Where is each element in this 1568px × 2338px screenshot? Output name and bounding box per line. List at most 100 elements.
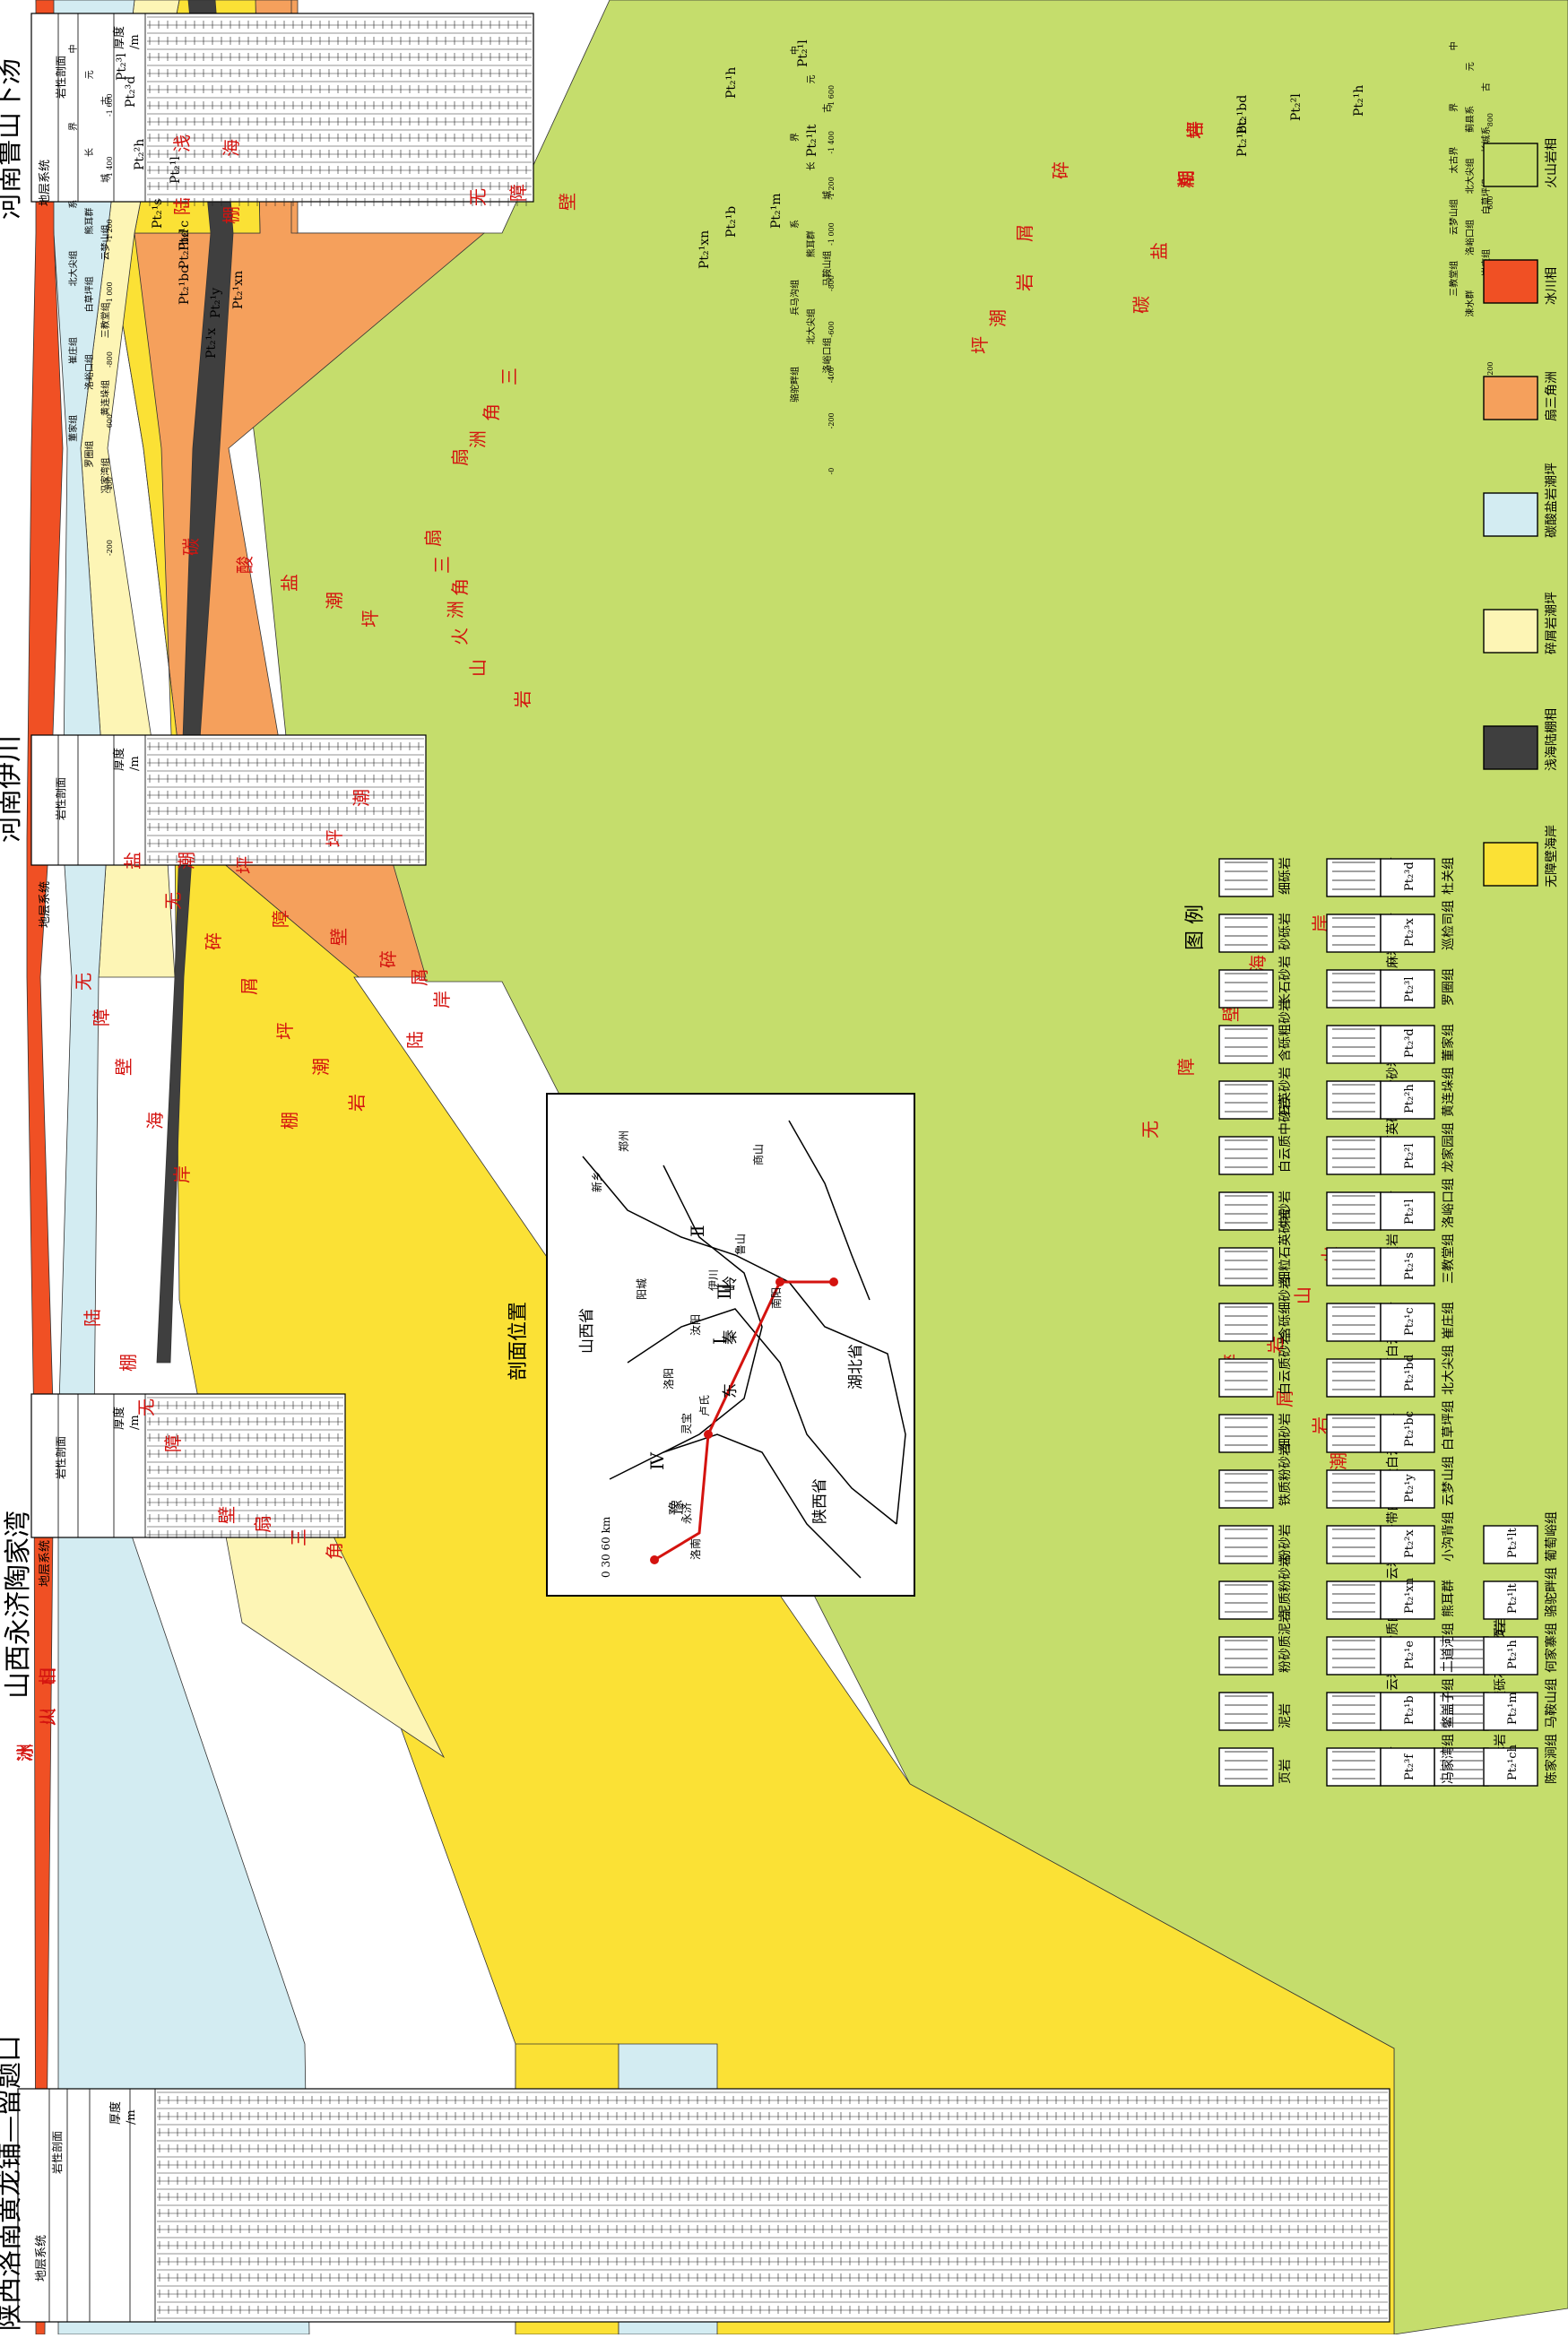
legend-facies-label: 浅海陆棚相 [1545,708,1559,771]
map-region-label: 秦 [722,1329,740,1345]
facies-label: 壁 [216,1506,238,1524]
legend-lith-swatch [1326,1692,1382,1731]
map-city-label: 阳城 [636,1278,648,1300]
legend-formation-name: 巡检司组 [1442,900,1456,950]
thickness-tick-sec3: -200 [827,412,836,429]
facies-label: 屑 [1274,1390,1295,1407]
map-region-label: 湖北省 [847,1344,865,1390]
legend-formation-box [1380,1692,1435,1731]
legend-formation-name: 马鞍山组 [1545,1678,1559,1728]
route-point [704,1430,713,1439]
strat-unit-sec2: 涑水群 [1464,290,1476,317]
legend-formation-box [1380,1191,1435,1231]
legend-lith-swatch [1218,969,1274,1009]
facies-label: 山 [37,1667,58,1685]
map-city-label: 郑州 [617,1130,630,1152]
legend-facies-label: 碳酸盐岩潮坪 [1545,463,1559,538]
strat-unit-sec2: 三教堂组 [1448,261,1460,297]
thickness-tick-sec3: -0 [827,468,836,475]
facies-label: 坪 [324,829,345,847]
strat-unit-sec4: 洛峪口组 [83,354,95,390]
legend-lith-swatch [1326,1358,1382,1398]
legend-lith-swatch [1326,1636,1382,1676]
map-frame [546,1093,915,1597]
legend-lith-label: 粉砂岩 [1278,1524,1293,1562]
strat-unit-sec4: 中 [67,44,79,53]
legend-lith-swatch [1218,1636,1274,1676]
column-header-lith: 岩性剖面 [54,1436,67,1479]
unit-code-sec3: Pt₂¹lt [805,124,819,157]
legend-lith-swatch [1218,1247,1274,1286]
legend-formation-name: 黄连垛组 [1441,1067,1456,1117]
legend-formation-name: 陈家涧组 [1544,1734,1559,1784]
facies-label: 岸 [171,1165,193,1183]
map-zone-label: Ⅰ [709,1338,731,1345]
facies-label: 海 [221,139,242,157]
legend-formation-box [1380,1358,1435,1398]
column-sec2 [30,1393,346,1538]
column-header-unit: /m [128,756,142,771]
legend-formation-box [1380,1136,1435,1175]
legend-facies-swatch [1483,259,1538,304]
facies-label: 三 [431,556,453,574]
legend-lith-swatch [1326,1303,1382,1342]
map-border-line [663,1165,763,1453]
facies-label: 碎 [1050,161,1071,179]
map-city-label: 洛南 [689,1538,702,1560]
column-sec4 [30,13,534,206]
legend-formation-box [1380,1303,1435,1342]
map-city-label: 永济 [680,1502,693,1524]
column-header-lith: 岩性剖面 [54,777,67,820]
column-sec1 [17,2088,1390,2323]
legend-formation-name: 北大尖组 [1442,1345,1456,1395]
legend-lith-swatch [1218,1580,1274,1620]
facies-label: 壁 [113,1058,134,1076]
facies-label: 酸 [234,556,256,574]
facies-label: 三 [288,1528,309,1546]
facies-label: 屑 [409,968,430,986]
facies-label: 岩 [1184,121,1206,139]
strat-unit-sec3: 元 [807,74,817,83]
map-border-line [627,1308,897,1525]
legend-formation-code: Pt₂¹ch [1506,1744,1520,1780]
legend-lith-label: 中砂岩 [1278,1191,1293,1228]
unit-code-sec3: Pt₂¹b [724,206,739,238]
strat-unit-sec3: 长 [806,161,817,170]
facies-label: 海 [1247,955,1269,973]
facies-label: 障 [1175,1058,1197,1076]
legend-lith-swatch [1326,1414,1382,1453]
legend-formation-code: Pt₂³x [1403,918,1416,947]
facies-label: 障 [270,910,291,928]
facies-label: 山 [1292,1286,1313,1304]
strat-unit-sec4: 罗圈组 [83,441,95,468]
legend-lith-swatch [1326,914,1382,953]
legend-formation-name: 熊耳群 [1442,1580,1456,1617]
facies-zone-glacial [26,0,64,2335]
facies-label: 岩 [346,1094,368,1112]
legend-lith-label: 页岩 [1278,1759,1293,1784]
legend-lith-label: 泥质粉砂岩 [1278,1554,1293,1617]
legend-formation-box [1380,969,1435,1009]
map-zone-label: Ⅱ [687,1225,708,1237]
legend-formation-code: Pt₂²l [1403,1143,1416,1169]
map-region-label: 山西省 [578,1308,596,1354]
legend-lith-swatch [1326,1580,1382,1620]
facies-label: 扇 [252,1515,273,1533]
legend-lith-swatch [1218,858,1274,897]
strat-unit-sec4: 三教堂组 [100,302,111,338]
unit-code-sec4: Pt₂³d [124,76,138,108]
legend-formation-code: Pt₂¹e [1403,1641,1416,1669]
map-region-label: 豫 [668,1500,686,1515]
map-region-label: 东 [722,1383,740,1398]
legend-formation-code: Pt₂²h [1403,1084,1416,1113]
thickness-tick-sec4: -1 600 [106,93,114,117]
unit-code-sec4: Pt₂¹l [169,156,183,184]
legend-formation-name: 龙家园组 [1441,1122,1456,1173]
location-map: 剖面位置0 30 60 km山西省豫陕西省湖北省东秦岭新乡郑州阳城洛阳汝阳伊川鲁… [507,1093,915,1597]
legend-facies-swatch [1483,725,1538,770]
legend-facies-swatch [1483,143,1538,187]
facies-label: 碎 [203,932,224,950]
map-region-label: 陕西省 [811,1478,829,1524]
legend-lith-label: 白云质砂岩 [1278,1332,1293,1395]
